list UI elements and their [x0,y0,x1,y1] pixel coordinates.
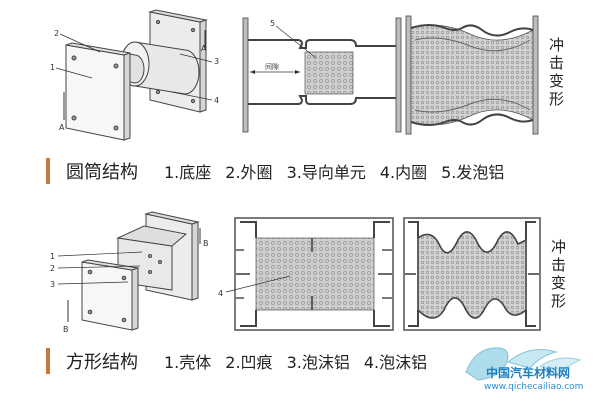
square-deformed-figure [403,217,541,331]
gap-label: 间隙 [265,62,279,71]
sq-section-marker-right: B [203,239,209,248]
cyl-deform-char-4: 形 [549,90,564,108]
sq-callout-2: 2 [50,264,55,273]
sq-deform-char-1: 冲 [551,238,566,256]
cylinder-item-4: 4.内圈 [379,163,428,182]
sq-callout-1: 1 [50,252,55,261]
cylinder-section-title: 圆筒结构 [66,162,138,183]
cylinder-item-3: 3.导向单元 [286,163,366,182]
cyl-deform-char-1: 冲 [549,36,564,54]
square-item-4: 4.泡沫铝 [363,353,428,372]
watermark-logo [465,347,582,381]
sq-deform-char-4: 形 [551,292,566,310]
cyl-callout-2: 2 [54,29,59,38]
square-3d-figure [57,211,201,331]
sq-inner-callout-4: 4 [218,289,223,298]
square-item-1: 1.壳体 [164,353,212,372]
square-section-title: 方形结构 [66,352,138,373]
cyl-callout-4: 4 [214,96,219,105]
cyl-callout-1: 1 [50,63,55,72]
sq-deform-char-3: 变 [551,274,566,292]
square-item-3: 3.泡沫铝 [286,353,350,372]
cyl-section-marker-right: A [201,44,207,53]
watermark-url: www.qichecailiao.com [484,382,584,392]
cylinder-item-1: 1.底座 [164,163,212,182]
sq-section-marker-left: B [63,325,69,334]
watermark-text: 中国汽车材料网 [486,366,571,380]
cylinder-deformed-figure [405,15,539,135]
square-section-figure [225,217,394,331]
cylinder-3d-figure [55,9,213,141]
sq-deform-char-2: 击 [551,256,566,274]
sq-callout-3: 3 [50,280,55,289]
square-caption: 方形结构 1.壳体 2.凹痕 3.泡沫铝 4.泡沫铝 [66,346,441,376]
cylinder-caption-accent [46,158,50,184]
cyl-inner-callout-5: 5 [270,19,275,28]
square-caption-accent [46,348,50,374]
cyl-deform-char-3: 变 [549,72,564,90]
cyl-section-marker-left: A [59,123,65,132]
cylinder-section-figure [242,17,402,133]
cylinder-item-5: 5.发泡铝 [441,163,505,182]
cyl-callout-3: 3 [214,57,219,66]
cylinder-item-2: 2.外圈 [225,163,273,182]
cylinder-caption: 圆筒结构 1.底座 2.外圈 3.导向单元 4.内圈 5.发泡铝 [66,156,518,186]
cyl-deform-char-2: 击 [549,54,564,72]
square-item-2: 2.凹痕 [225,353,273,372]
